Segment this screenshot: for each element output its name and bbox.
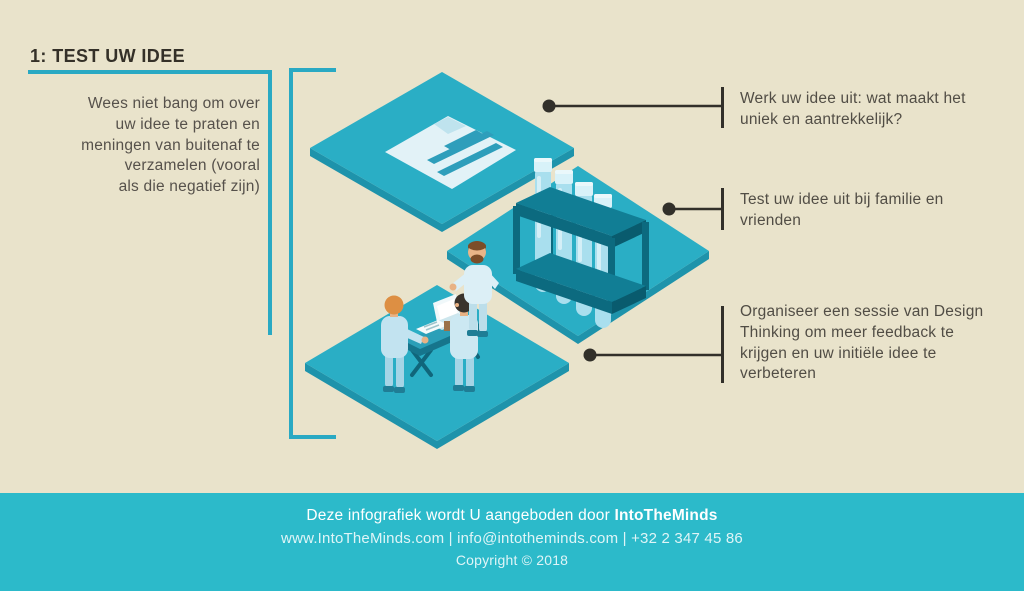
person-beard [449, 241, 499, 337]
footer-brand: IntoTheMinds [614, 507, 718, 524]
title-underline-bracket [28, 70, 272, 335]
callout-text-3: Organiseer een sessie van Design Thinkin… [740, 303, 984, 383]
footer-bar: Deze infografiek wordt U aangeboden door… [0, 493, 1024, 591]
footer-contact-line: www.IntoTheMinds.com | info@intotheminds… [281, 530, 743, 547]
callout-line-2 [662, 188, 724, 230]
footer-copyright: Copyright © 2018 [455, 552, 569, 568]
footer-credit-text: Deze infografiek wordt U aangeboden door [306, 507, 615, 524]
callout-line-1 [542, 87, 724, 128]
footer-credit-line: Deze infografiek wordt U aangeboden door… [0, 507, 1024, 525]
intro-note: Wees niet bang om over uw idee te praten… [81, 95, 260, 196]
callout-text-2: Test uw idee uit bij familie en vrienden [740, 191, 944, 229]
page-title: 1: TEST UW IDEE [30, 46, 186, 66]
illustration-bracket [289, 68, 336, 439]
test-tubes-icon [513, 158, 649, 328]
document-icon [385, 116, 516, 189]
platform-bottom-icon [305, 285, 569, 449]
papers-icon [416, 320, 450, 334]
callout-line-3 [583, 306, 724, 383]
team-meeting-icon [381, 241, 499, 393]
callout-text-1: Werk uw idee uit: wat maakt het uniek en… [740, 90, 966, 128]
person-orange-hair [381, 295, 429, 393]
